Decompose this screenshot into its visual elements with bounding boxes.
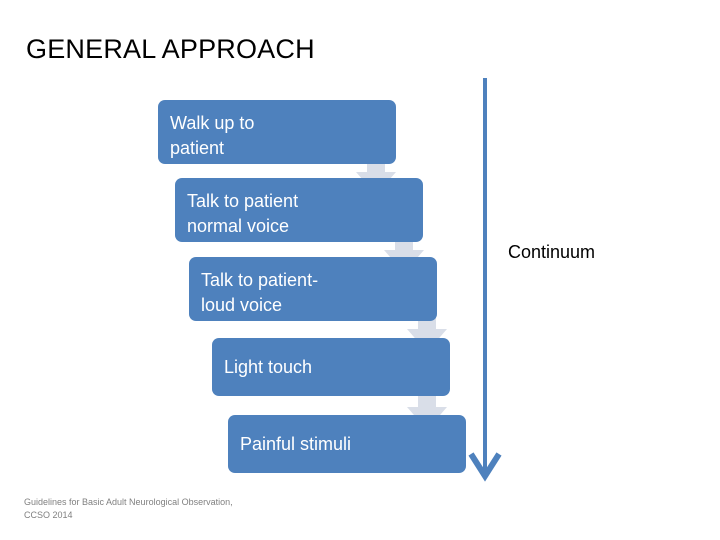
continuum-label: Continuum bbox=[508, 242, 596, 262]
flow-step-box-1[interactable]: Walk up to patient bbox=[158, 100, 396, 164]
page-title: GENERAL APPROACH bbox=[26, 34, 315, 64]
flow-step-label: Light touch bbox=[224, 357, 313, 377]
footer-credit: Guidelines for Basic Adult Neurological … bbox=[24, 497, 233, 520]
flow-step-box-4[interactable]: Light touch bbox=[212, 338, 450, 396]
flow-step-label: Painful stimuli bbox=[240, 434, 352, 454]
flow-step-label: Walk up to patient bbox=[170, 113, 255, 158]
long-down-arrow-icon bbox=[462, 76, 508, 490]
flow-step-box-5[interactable]: Painful stimuli bbox=[228, 415, 466, 473]
flow-step-label: Talk to patient normal voice bbox=[187, 191, 299, 236]
flow-step-box-2[interactable]: Talk to patient normal voice bbox=[175, 178, 423, 242]
flow-step-box-3[interactable]: Talk to patient- loud voice bbox=[189, 257, 437, 321]
flow-step-label: Talk to patient- loud voice bbox=[201, 270, 319, 315]
